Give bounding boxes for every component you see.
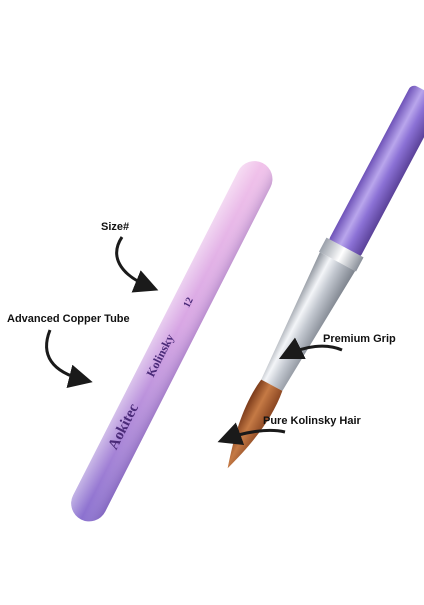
left-brush-handle: Aokitec Kolinsky 12 [71,161,273,522]
arrow-tube [45,329,93,388]
annotation-premium-grip: Premium Grip [323,333,396,345]
arrow-grip [278,337,343,360]
annotation-size: Size# [101,221,130,233]
annotation-copper-tube: Advanced Copper Tube [7,313,130,325]
right-brush-handle [329,85,424,258]
arrow-hair [217,422,286,446]
right-brush-ferrule [261,252,356,391]
right-brush-crimp [318,237,364,272]
annotation-kolinsky-hair: Pure Kolinsky Hair [263,415,361,427]
right-brush-bristles [227,379,283,469]
size-number-text: 12 [181,296,195,310]
arrow-size [115,236,159,293]
